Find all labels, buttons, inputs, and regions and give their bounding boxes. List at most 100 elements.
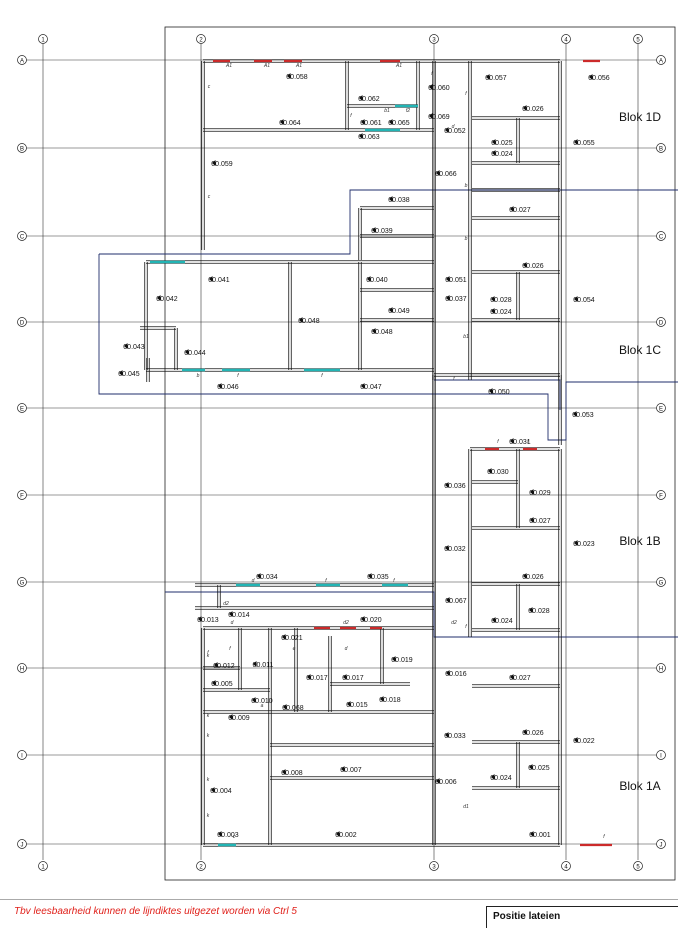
- grid-row-bubble-left: [17, 143, 27, 153]
- room-label: 00.058: [286, 74, 308, 81]
- grid-row-bubble-left: [17, 317, 27, 327]
- room-marker: [119, 370, 123, 376]
- grid-column-bubble-bottom-label: 3: [432, 865, 436, 871]
- wall-mark-label: f: [453, 376, 455, 382]
- room-label: 00.015: [346, 702, 368, 709]
- block-label: Blok 1A: [619, 779, 660, 793]
- room-label: 00.041: [208, 277, 230, 284]
- block-1c-outline: [434, 379, 561, 410]
- grid-column-bubble-top: [38, 34, 48, 44]
- room-marker: [372, 328, 376, 334]
- room-label: 00.056: [588, 75, 610, 82]
- grid-row-bubble-right-label: H: [659, 667, 663, 673]
- grid-row-bubble-right: [656, 577, 666, 587]
- room-label: 00.048: [298, 318, 320, 325]
- room-marker: [486, 74, 490, 80]
- grid-row-bubble-right: [656, 403, 666, 413]
- room-marker: [436, 778, 440, 784]
- room-label: 00.054: [573, 297, 595, 304]
- room-marker: [523, 105, 527, 111]
- room-label: 00.024: [491, 151, 513, 158]
- grid-column-bubble-bottom-label: 5: [636, 865, 640, 871]
- room-marker: [492, 617, 496, 623]
- room-marker: [229, 611, 233, 617]
- room-label: 00.026: [522, 263, 544, 270]
- room-label: 00.042: [156, 296, 178, 303]
- room-marker: [359, 95, 363, 101]
- room-label: 00.012: [213, 663, 235, 670]
- room-marker: [489, 388, 493, 394]
- room-label: 00.028: [490, 297, 512, 304]
- grid-row-bubble-right: [656, 231, 666, 241]
- room-marker: [283, 704, 287, 710]
- room-label: 00.057: [485, 75, 507, 82]
- room-label: 00.032: [444, 546, 466, 553]
- room-label: 00.023: [573, 541, 595, 548]
- room-marker: [436, 170, 440, 176]
- grid-row-bubble-right-label: E: [659, 407, 663, 413]
- room-marker: [380, 696, 384, 702]
- wall-mark-label: f: [465, 624, 467, 630]
- grid-row-bubble-left: [17, 55, 27, 65]
- wall-mark-label: b: [197, 373, 200, 379]
- room-marker: [445, 127, 449, 133]
- room-marker: [445, 732, 449, 738]
- room-marker: [530, 831, 534, 837]
- room-marker: [218, 831, 222, 837]
- grid-row-bubble-left-label: A: [20, 59, 24, 65]
- room-marker: [367, 276, 371, 282]
- wall-mark-label: a: [261, 703, 264, 709]
- room-marker: [299, 317, 303, 323]
- sheet-divider: [0, 899, 678, 900]
- room-marker: [341, 766, 345, 772]
- grid-column-bubble-top-label: 2: [199, 38, 203, 44]
- room-marker: [530, 517, 534, 523]
- block-label: Blok 1D: [619, 110, 661, 124]
- wall-mark-label: A1: [395, 63, 402, 69]
- grid-row-bubble-left-label: F: [20, 494, 24, 500]
- wall-mark-label: k: [207, 713, 210, 719]
- room-marker: [361, 119, 365, 125]
- room-label: 00.046: [217, 384, 239, 391]
- wall-mark-label: d: [252, 578, 255, 584]
- room-marker: [529, 607, 533, 613]
- room-label: 00.009: [228, 715, 250, 722]
- grid-column-bubble-top-label: 5: [636, 38, 640, 44]
- room-marker: [491, 308, 495, 314]
- room-marker: [446, 670, 450, 676]
- room-label: 00.068: [282, 705, 304, 712]
- grid-row-bubble-left: [17, 663, 27, 673]
- room-marker: [488, 468, 492, 474]
- room-marker: [523, 573, 527, 579]
- room-marker: [347, 701, 351, 707]
- room-marker: [209, 276, 213, 282]
- grid-column-bubble-bottom-label: 1: [41, 865, 45, 871]
- grid-row-bubble-right-label: I: [660, 754, 662, 760]
- room-label: 00.045: [118, 371, 140, 378]
- grid-row-bubble-left: [17, 577, 27, 587]
- room-marker: [359, 133, 363, 139]
- room-marker: [389, 196, 393, 202]
- room-marker: [389, 119, 393, 125]
- room-label: 00.026: [522, 730, 544, 737]
- wall-mark-label: f: [603, 834, 605, 840]
- grid-row-bubble-right: [656, 143, 666, 153]
- room-label: 00.044: [184, 350, 206, 357]
- room-label: 00.031: [509, 439, 531, 446]
- grid-row-bubble-left-label: C: [20, 235, 25, 241]
- room-marker: [429, 113, 433, 119]
- grid-row-bubble-right-label: C: [659, 235, 664, 241]
- room-label: 00.033: [444, 733, 466, 740]
- room-label: 00.007: [340, 767, 362, 774]
- room-marker: [252, 697, 256, 703]
- room-label: 00.053: [572, 412, 594, 419]
- room-marker: [523, 262, 527, 268]
- grid-row-bubble-right-label: D: [659, 321, 664, 327]
- grid-row-bubble-left-label: B: [20, 147, 24, 153]
- wall-mark-label: e: [293, 646, 296, 652]
- grid-column-bubble-bottom-label: 4: [564, 865, 568, 871]
- room-marker: [510, 206, 514, 212]
- block-1c-outline: [99, 189, 678, 255]
